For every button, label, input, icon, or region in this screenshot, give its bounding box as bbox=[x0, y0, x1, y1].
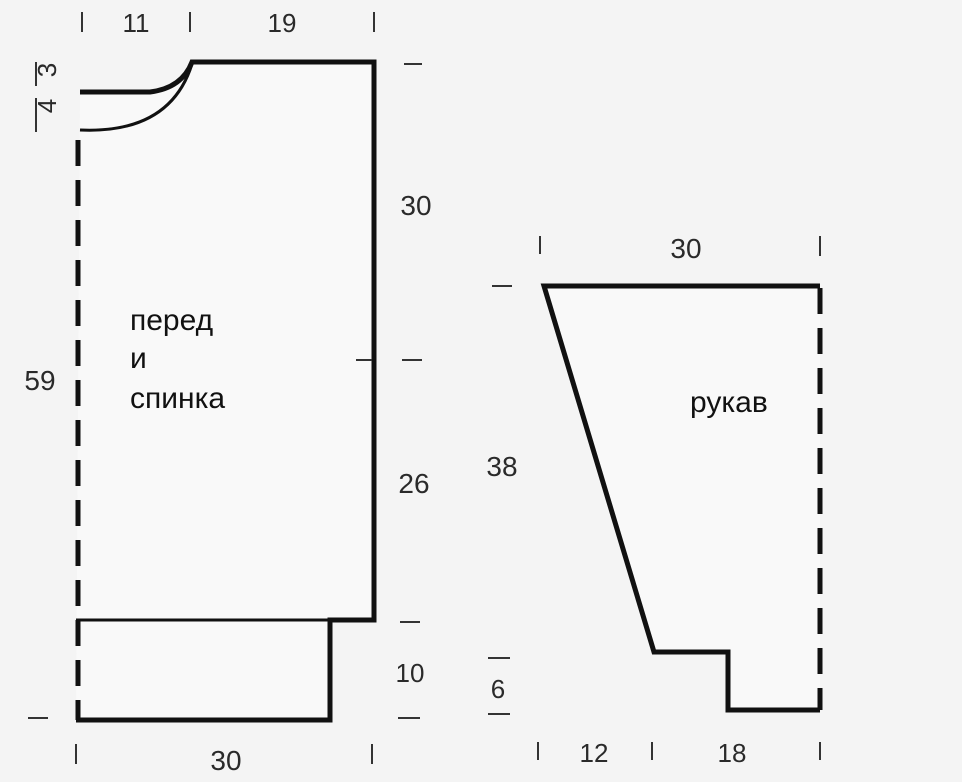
dim-shoulder-width: 19 bbox=[268, 8, 297, 38]
dim-sleeve-bottom-right: 18 bbox=[718, 738, 747, 768]
dim-neck-width: 11 bbox=[123, 8, 150, 38]
dim-cuff-height: 6 bbox=[491, 674, 505, 704]
dim-body-width: 30 bbox=[210, 745, 241, 776]
body-piece: перед и спинка 11 19 3 4 59 30 26 10 30 bbox=[24, 8, 431, 776]
dim-neck-depth-b: 4 bbox=[32, 99, 62, 113]
sleeve-piece: рукав 30 38 6 12 18 bbox=[486, 233, 823, 768]
dim-neck-depth-a: 3 bbox=[32, 63, 62, 77]
sleeve-outline bbox=[540, 283, 820, 713]
dim-armhole-height: 30 bbox=[400, 190, 431, 221]
dim-sleeve-length: 38 bbox=[486, 451, 517, 482]
body-label-line-1: перед bbox=[130, 304, 213, 337]
dim-band-height: 10 bbox=[396, 658, 425, 688]
sleeve-label: рукав bbox=[690, 386, 768, 419]
body-label: перед и спинка bbox=[130, 304, 225, 415]
dim-sleeve-top-width: 30 bbox=[670, 233, 701, 264]
neckline-curve bbox=[79, 63, 194, 132]
body-label-line-2: и bbox=[130, 342, 147, 375]
dim-sleeve-bottom-left: 12 bbox=[580, 738, 609, 768]
dim-side-height: 26 bbox=[398, 468, 429, 499]
dim-body-length: 59 bbox=[24, 365, 55, 396]
body-label-line-3: спинка bbox=[130, 382, 225, 415]
